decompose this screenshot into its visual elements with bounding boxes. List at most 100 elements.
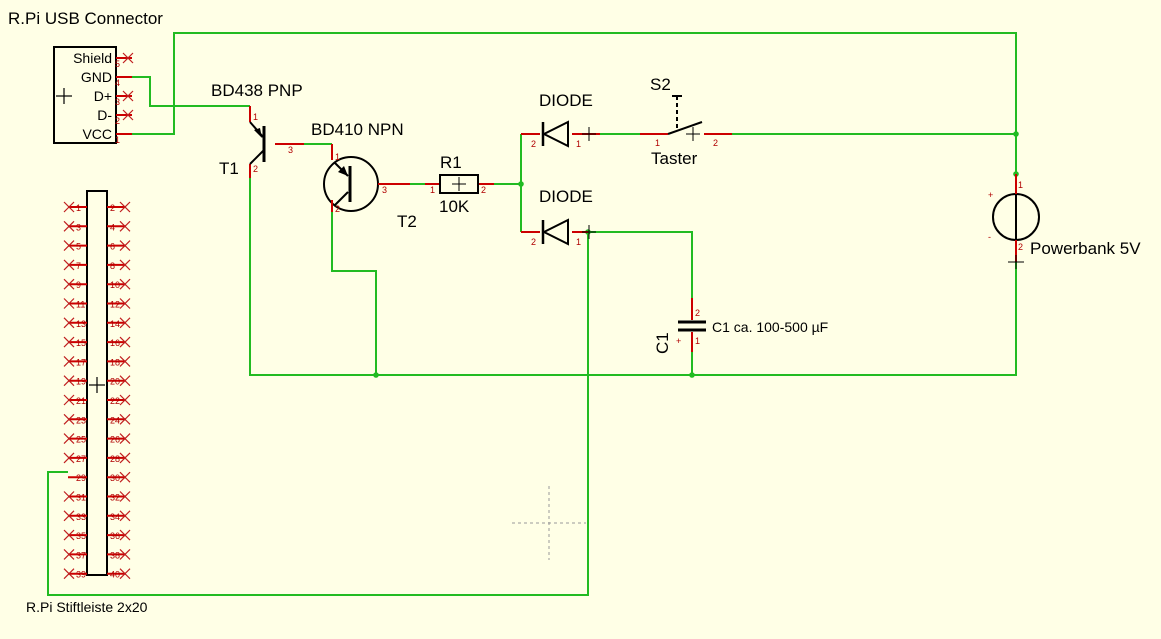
usb-pin-shield: Shield 5 <box>73 50 134 69</box>
transistor-t1[interactable]: BD438 PNP T1 1 3 2 <box>211 81 304 178</box>
header-pin-number-right: 26 <box>110 435 120 445</box>
svg-text:1: 1 <box>253 112 258 122</box>
header-pin-number-right: 12 <box>110 300 120 310</box>
usb-pin-dminus: D- 2 <box>97 107 134 126</box>
s2-type-label: Taster <box>651 149 698 168</box>
s2-blade <box>667 121 703 135</box>
diode-bottom-triangle <box>541 218 569 246</box>
header-pin-nc-left <box>63 336 75 348</box>
header-pin-nc-right <box>119 201 131 213</box>
svg-text:2: 2 <box>1018 242 1023 252</box>
header-pin-nc-left <box>63 201 75 213</box>
header-pin-number-left: 27 <box>76 454 86 464</box>
header-pin-number-right: 28 <box>110 454 120 464</box>
junction-dot <box>689 372 695 378</box>
header-pin-number-right: 32 <box>110 493 120 503</box>
capacitor-c1[interactable]: C1 ca. 100-500 µF C1 + 2 1 <box>653 298 828 354</box>
header-pin-nc-right <box>119 452 131 464</box>
header-pin-number-left: 5 <box>76 242 81 252</box>
junction-dot <box>518 181 524 187</box>
svg-text:2: 2 <box>695 308 700 318</box>
svg-text:2: 2 <box>531 237 536 247</box>
svg-text:1: 1 <box>335 152 340 162</box>
powerbank-source[interactable]: Powerbank 5V + - 1 2 <box>988 174 1141 269</box>
header-pin-number-left: 11 <box>76 300 85 310</box>
svg-text:+: + <box>988 190 993 200</box>
diode-bottom[interactable]: DIODE 2 1 <box>521 187 596 247</box>
header-pin-number-left: 31 <box>76 493 86 503</box>
header-pin-nc-left <box>63 394 75 406</box>
header-pin-nc-right <box>119 433 131 445</box>
wire-t2-emitter-to-gnd <box>331 212 377 375</box>
svg-text:1: 1 <box>576 237 581 247</box>
header-pin-row: 11 12 <box>63 298 131 310</box>
svg-text:2: 2 <box>335 204 340 214</box>
header-pin-nc-right <box>119 259 131 271</box>
wire-ground-bus <box>249 178 1017 376</box>
header-pin-number-right: 4 <box>110 222 115 232</box>
t1-type-label: BD438 PNP <box>211 81 303 100</box>
transistor-t2[interactable]: BD410 NPN T2 1 3 2 <box>311 120 417 231</box>
t1-name-label: T1 <box>219 159 239 178</box>
header-pin-number-right: 14 <box>110 319 120 329</box>
svg-text:5: 5 <box>115 59 120 69</box>
resistor-r1[interactable]: R1 10K 1 2 <box>425 153 494 216</box>
header-pin-nc-left <box>63 548 75 560</box>
switch-s2[interactable]: S2 Taster 1 2 <box>640 75 732 168</box>
header-pin-number-right: 36 <box>110 531 120 541</box>
svg-text:3: 3 <box>288 145 293 155</box>
header-pin-nc-right <box>119 278 131 290</box>
header-pin-nc-right <box>119 510 131 522</box>
header-pin-number-left: 37 <box>76 550 86 560</box>
t1-emitter-arrow <box>254 128 262 138</box>
t1-collector-line <box>249 149 265 165</box>
header-pin-nc-left <box>63 452 75 464</box>
header-pin-number-right: 8 <box>110 261 115 271</box>
svg-text:Shield: Shield <box>73 50 112 66</box>
header-pin-nc-left <box>63 298 75 309</box>
header-pin-nc-left <box>63 375 75 387</box>
header-pin-nc-left <box>63 355 75 367</box>
header-pin-nc-right <box>119 394 131 406</box>
usb-connector[interactable]: R.Pi USB Connector Shield 5 GND 4 D+ 3 D… <box>8 9 163 145</box>
header-pin-nc-right <box>119 336 131 348</box>
svg-text:D-: D- <box>97 107 112 123</box>
header-pin-number-left: 25 <box>76 435 86 445</box>
header-pin-number-left: 33 <box>76 512 86 522</box>
junction-dot <box>373 372 379 378</box>
wire-vcc-rail <box>132 32 1017 174</box>
header-pin-row: 27 28 <box>63 452 131 464</box>
header-pin-row: 25 26 <box>63 433 131 445</box>
diode-top[interactable]: DIODE 2 1 <box>521 91 600 149</box>
header-pin-number-right: 10 <box>110 280 120 290</box>
header-pin-nc-left <box>63 278 75 290</box>
header-pin-nc-left <box>63 433 75 445</box>
wires <box>47 32 1017 596</box>
header-pin-nc-left <box>63 510 75 522</box>
usb-pin-dplus: D+ 3 <box>94 88 134 107</box>
header-pin-nc-left <box>63 317 75 329</box>
header-pin-nc-right <box>119 375 131 387</box>
header-pin-number-left: 19 <box>76 377 86 387</box>
header-pin-nc-left <box>63 259 75 271</box>
powerbank-label: Powerbank 5V <box>1030 239 1141 258</box>
pin-header-title: R.Pi Stiftleiste 2x20 <box>26 599 148 615</box>
header-pin-number-right: 24 <box>110 415 120 425</box>
header-pin-nc-left <box>63 220 75 232</box>
header-pin-number-left: 29 <box>76 473 86 483</box>
svg-text:D+: D+ <box>94 88 112 104</box>
usb-pin-vcc: VCC 1 <box>82 126 132 145</box>
cursor-crosshair <box>512 486 586 560</box>
header-pin-nc-right <box>119 317 131 329</box>
